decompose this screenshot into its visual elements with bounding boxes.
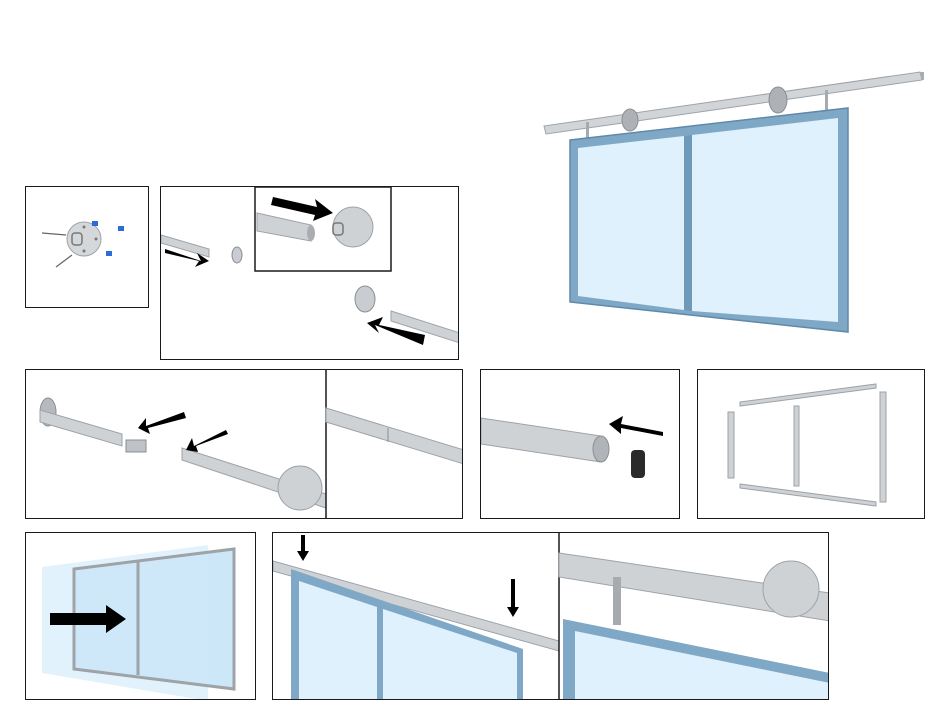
- step-3-connector-panel: [25, 369, 463, 519]
- insert-rail-into-bracket-icon: [161, 187, 459, 360]
- hero-assembled-display: [540, 60, 930, 350]
- step-1-bracket-panel: [25, 186, 149, 308]
- step-5-frame-parts-panel: [697, 369, 925, 519]
- step-7-hang-panel: [272, 532, 829, 700]
- frame-parts-icon: [698, 370, 925, 519]
- insert-glass-panel-icon: [26, 533, 256, 700]
- step-4-endcap-panel: [480, 369, 680, 519]
- hang-frame-on-rail-icon: [273, 533, 829, 700]
- step-6-glass-panel: [25, 532, 256, 700]
- join-rail-connector-icon: [26, 370, 463, 519]
- wall-bracket-screws-icon: [26, 187, 149, 308]
- step-2-rail-bracket-panel: [160, 186, 459, 360]
- rail-end-cap-icon: [481, 370, 680, 519]
- assembled-display-icon: [540, 60, 930, 350]
